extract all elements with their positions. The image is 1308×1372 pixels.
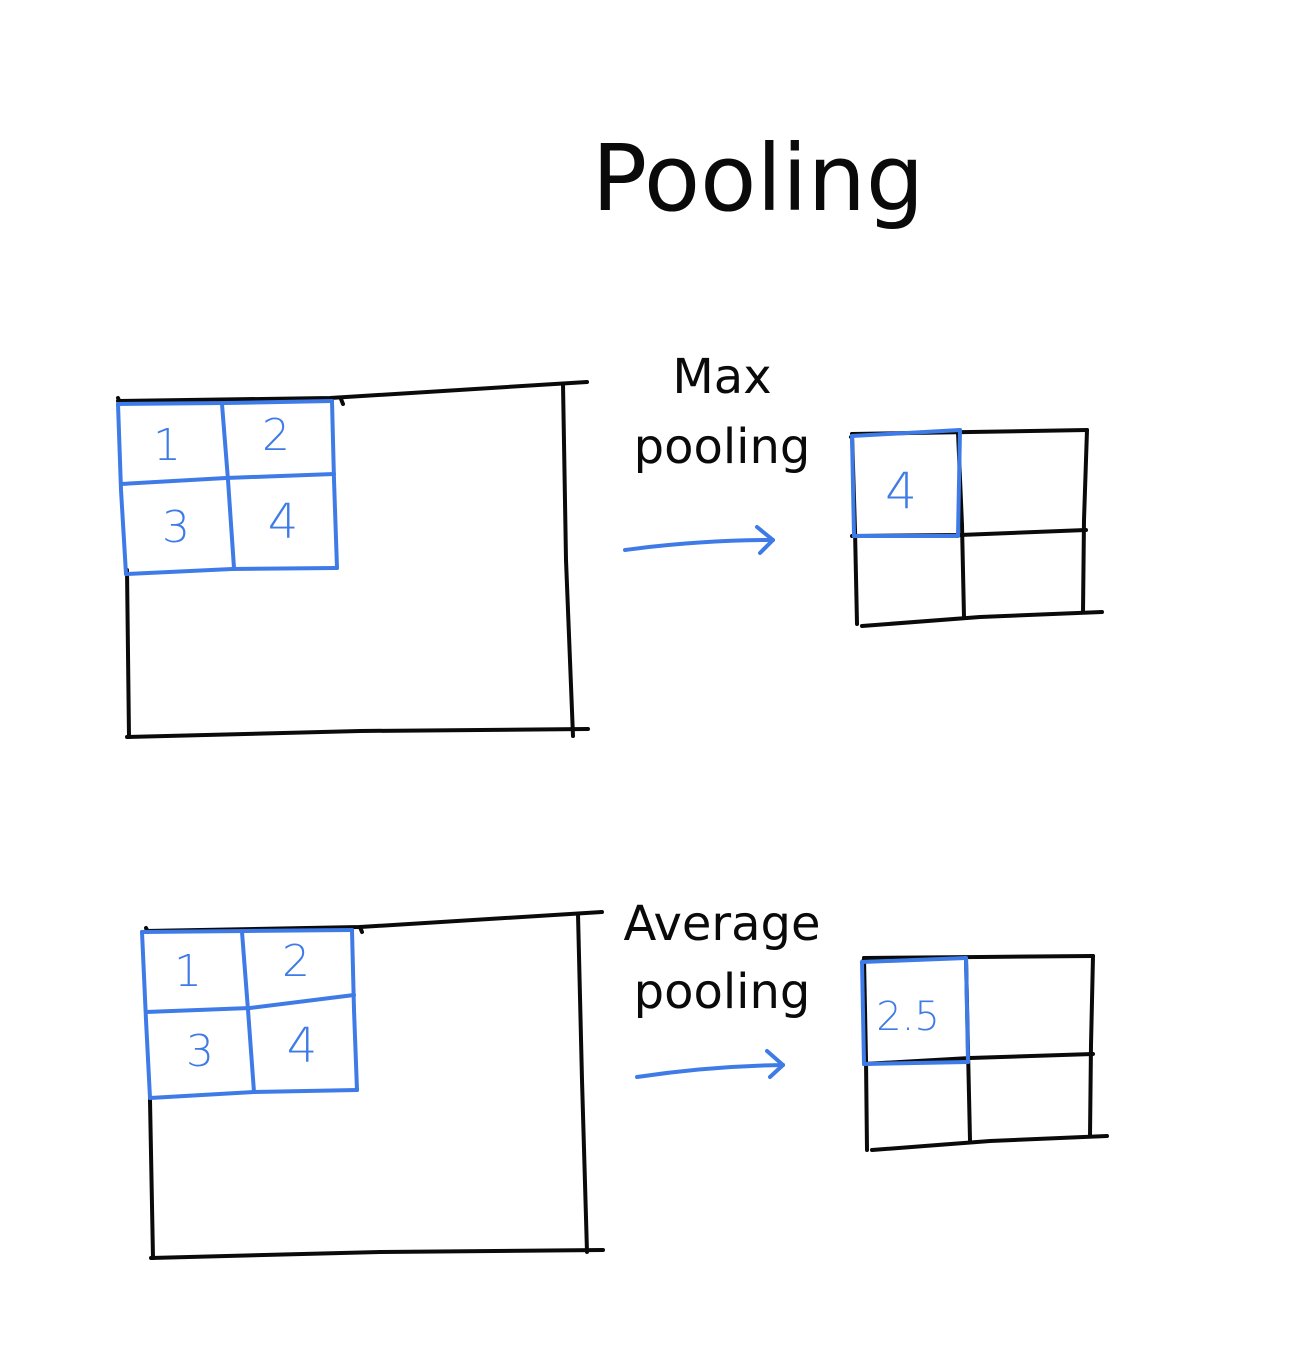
average-output-value: 2.5 [876, 994, 940, 1040]
average-output-highlight [860, 956, 970, 1066]
page-title: Pooling [592, 125, 925, 232]
max-pooling-label-line1: Max [672, 349, 771, 405]
max-pooling-section: 1 2 3 4 Max pooling 4 [116, 349, 1104, 739]
average-pooling-section: 1 2 3 4 Average pooling 2.5 [140, 896, 1109, 1260]
max-output-grid [849, 428, 1104, 628]
average-pooling-arrow [635, 1049, 785, 1079]
average-output-grid [860, 954, 1109, 1152]
max-output-value: 4 [885, 462, 917, 520]
max-pooling-arrow [623, 525, 775, 555]
average-input-feature-map [144, 910, 605, 1260]
average-pooling-label-line1: Average [623, 896, 820, 952]
max-input-cell-2: 2 [262, 410, 290, 461]
max-input-feature-map [116, 380, 590, 739]
max-input-cell-1: 1 [153, 420, 181, 471]
max-pooling-window [116, 399, 339, 576]
max-output-highlight [850, 428, 962, 538]
average-pooling-window [140, 928, 359, 1100]
max-input-cell-4: 4 [268, 494, 299, 550]
max-input-cell-3: 3 [162, 502, 190, 553]
average-input-cell-2: 2 [282, 936, 310, 987]
average-input-cell-3: 3 [186, 1026, 214, 1077]
average-input-cell-1: 1 [174, 946, 202, 997]
max-pooling-label-line2: pooling [634, 419, 811, 475]
average-input-cell-4: 4 [287, 1018, 318, 1074]
average-pooling-label-line2: pooling [634, 964, 811, 1020]
